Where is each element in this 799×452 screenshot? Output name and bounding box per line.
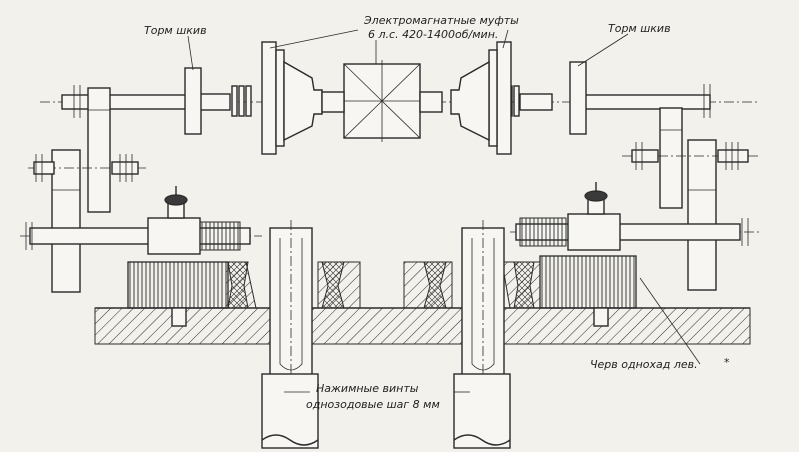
label-clutches-line2: 6 л.с. 420-1400об/мин. [368,28,498,41]
label-brake-pulley-left: Торм шкив [144,24,207,37]
clutch-left-cone [283,60,323,142]
left-pulley-stack [28,85,148,293]
brake-pulley-right-disc [569,61,587,135]
coupling-left [231,85,252,117]
brake-pulley-left-disc [184,67,202,135]
screw-nut-right [403,261,535,309]
worm-shaft-left [20,186,262,255]
pressure-screw-right [453,220,511,449]
base-plate [94,307,751,345]
worm-shaft-right [510,182,760,251]
clutch-left-flange [261,41,277,155]
pressure-screw-left [261,220,319,449]
right-pulley-stack [622,84,760,291]
label-screws-line2: однозодовые шаг 8 мм [306,398,440,411]
leader-lines [187,29,701,393]
clutch-right-cone [450,60,490,142]
label-worm: Черв однохад лев. [590,358,698,371]
label-worm-mark: * [724,356,730,369]
motor-housing [321,60,443,142]
screw-nut-left [227,261,361,309]
clutch-right-flange [496,41,512,155]
label-brake-pulley-right: Торм шкив [608,22,671,35]
label-screws-line1: Нажимные винты [316,382,419,395]
label-clutches-line1: Электромагнатные муфты [363,14,519,27]
top-shaft-assembly [40,41,760,155]
